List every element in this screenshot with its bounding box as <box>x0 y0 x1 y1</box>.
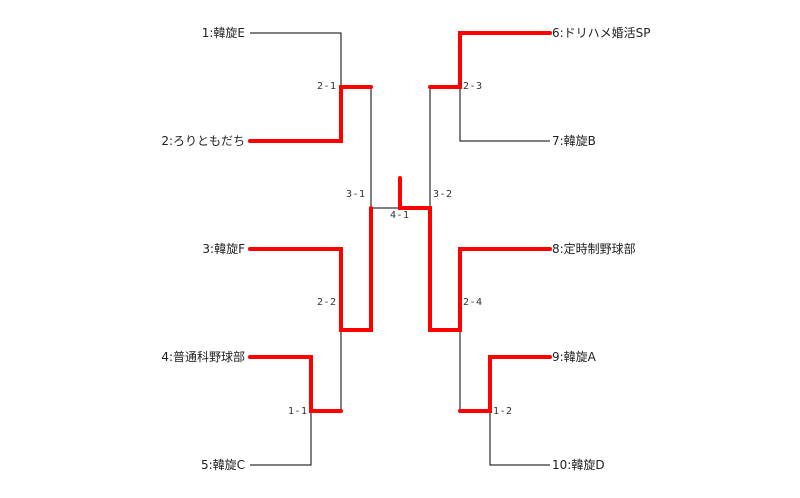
team-label-8: 8:定時制野球部 <box>552 242 636 256</box>
team-label-10: 10:韓旋D <box>552 458 605 472</box>
match-label-2-1: 2-1 <box>317 81 337 92</box>
path-team-4 <box>248 355 343 413</box>
team-label-6: 6:ドリハメ婚活SP <box>552 26 651 40</box>
path-team-1 <box>250 32 342 87</box>
path-team-9 <box>458 355 552 413</box>
match-label-2-3: 2-3 <box>463 81 483 92</box>
team-label-3: 3:韓旋F <box>202 242 245 256</box>
path-team-2 <box>248 85 373 143</box>
path-team-7 <box>459 87 550 142</box>
team-label-2: 2:ろりともだち <box>161 134 245 148</box>
path-team-6 <box>428 31 552 89</box>
match-label-2-4: 2-4 <box>463 297 483 308</box>
match-label-3-1: 3-1 <box>346 189 366 200</box>
path-team-3 <box>248 206 373 332</box>
path-team-8 <box>398 176 552 332</box>
path-team-10 <box>489 411 550 466</box>
match-label-1-2: 1-2 <box>493 406 513 417</box>
match-label-3-2: 3-2 <box>433 189 453 200</box>
match-label-4-1: 4-1 <box>390 210 410 221</box>
team-label-7: 7:韓旋B <box>552 134 596 148</box>
match-label-2-2: 2-2 <box>317 297 337 308</box>
match-label-1-1: 1-1 <box>288 406 308 417</box>
team-label-1: 1:韓旋E <box>201 26 245 40</box>
path-team-5 <box>250 411 312 466</box>
team-label-5: 5:韓旋C <box>200 458 245 472</box>
team-label-9: 9:韓旋A <box>552 350 596 364</box>
team-label-4: 4:普通科野球部 <box>161 350 245 364</box>
